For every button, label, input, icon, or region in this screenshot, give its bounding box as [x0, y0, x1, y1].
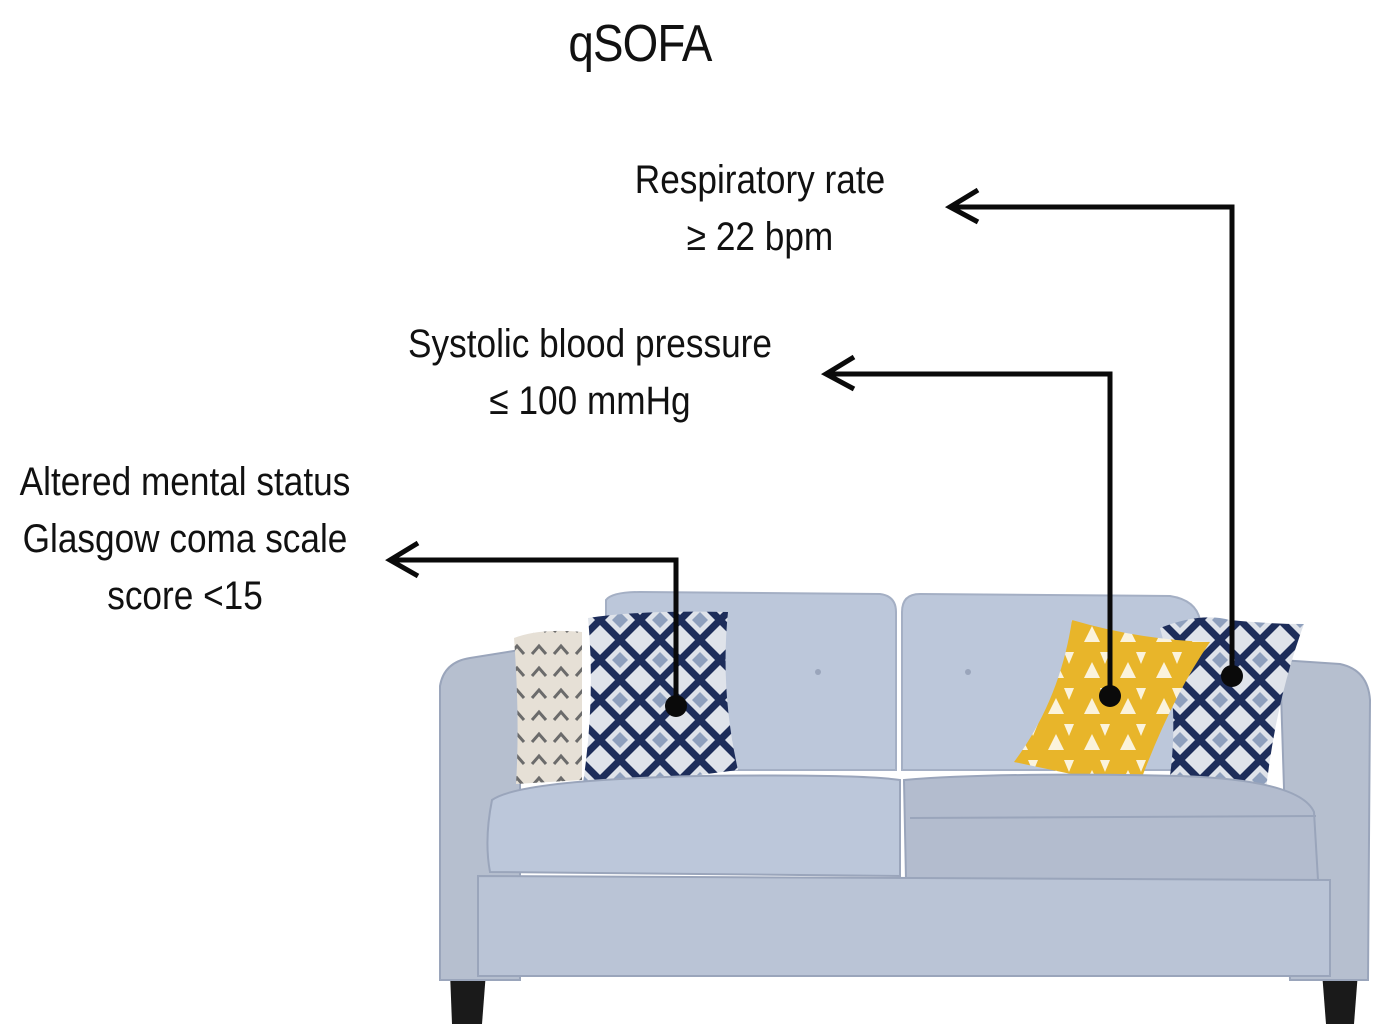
label-systolic-blood-pressure: Systolic blood pressure ≤ 100 mmHg	[388, 316, 793, 430]
label-line: Glasgow coma scale	[22, 517, 348, 561]
label-line: ≤ 100 mmHg	[489, 379, 691, 423]
seat-cushion-right	[902, 773, 1320, 881]
sofa-base	[477, 874, 1331, 977]
label-line: Respiratory rate	[634, 158, 886, 202]
pillow-cream-left	[514, 630, 582, 784]
arrow-altered-mental-status	[385, 540, 679, 706]
label-respiratory-rate: Respiratory rate ≥ 22 bpm	[584, 152, 936, 266]
seat-cushion-left	[486, 774, 901, 878]
sofa-leg-left	[450, 972, 486, 1024]
label-line: ≥ 22 bpm	[686, 215, 834, 259]
marker-dot-systolic-blood-pressure	[1099, 685, 1121, 707]
pillow-navy-left	[582, 611, 738, 790]
label-altered-mental-status: Altered mental status Glasgow coma scale…	[5, 454, 366, 625]
label-line: score <15	[107, 574, 263, 618]
label-line: Altered mental status	[19, 460, 351, 504]
marker-dot-altered-mental-status	[665, 695, 687, 717]
arrow-systolic-blood-pressure	[820, 354, 1113, 696]
marker-dot-respiratory-rate	[1221, 665, 1243, 687]
diagram-title: qSOFA	[568, 15, 712, 73]
sofa-leg-right	[1322, 972, 1358, 1024]
label-line: Systolic blood pressure	[408, 322, 772, 366]
arrow-respiratory-rate	[944, 187, 1235, 676]
